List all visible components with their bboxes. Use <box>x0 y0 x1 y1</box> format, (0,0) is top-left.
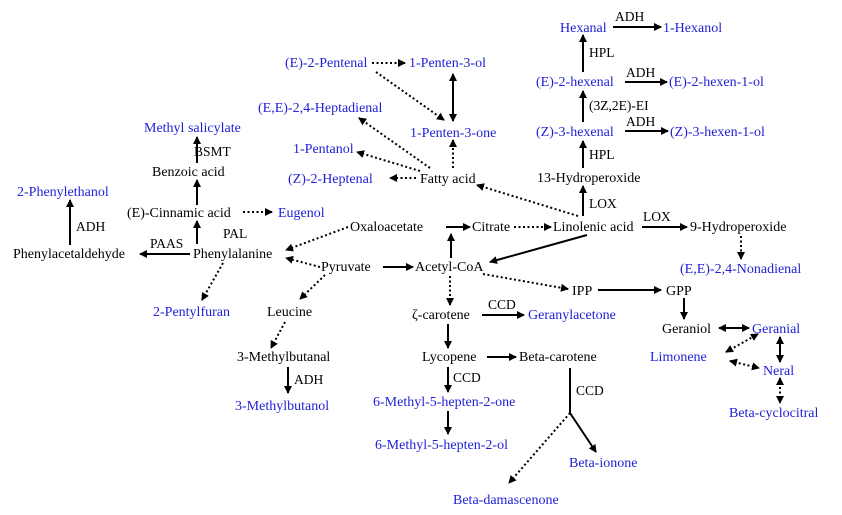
arrow-limonene-to-geranial <box>725 333 759 353</box>
node-gpp: GPP <box>666 284 692 299</box>
arrow-fattyacid-to-heptadienal <box>358 117 431 169</box>
node-limonene: Limonene <box>650 350 707 365</box>
node-geraniol: Geraniol <box>662 322 711 337</box>
enzyme-ccd-geranylacetone: CCD <box>488 297 516 312</box>
arrow-acetylcoa-to-ipp <box>482 273 569 292</box>
node-betaionone: Beta-ionone <box>569 456 637 471</box>
node-geranylacetone: Geranylacetone <box>528 308 616 323</box>
node-e2pentenal: (E)-2-Pentenal <box>285 56 368 71</box>
node-z2heptenal: (Z)-2-Heptenal <box>288 172 373 187</box>
enzyme-pal: PAL <box>223 226 247 241</box>
node-pyruvate: Pyruvate <box>321 260 371 275</box>
arrow-oxaloacetate-to-phenylalanine <box>285 226 349 252</box>
node-z3hexenal: (Z)-3-hexenal <box>536 125 614 140</box>
node-betacyclocitral: Beta-cyclocitral <box>729 406 819 421</box>
enzyme-lox-9: LOX <box>643 209 671 224</box>
node-pentylfuran: 2-Pentylfuran <box>153 305 230 320</box>
arrow-leucine-to-methylbutanal <box>270 321 286 349</box>
node-hexanol: 1-Hexanol <box>663 21 722 36</box>
node-neral: Neral <box>763 364 794 379</box>
node-z3hexenol: (Z)-3-hexen-1-ol <box>670 125 765 140</box>
node-benzoic: Benzoic acid <box>152 165 225 180</box>
arrow-limonene-to-neral <box>729 358 760 371</box>
node-citrate: Citrate <box>472 220 510 235</box>
node-hydro9: 9-Hydroperoxide <box>690 220 786 235</box>
node-acetylcoa: Acetyl-CoA <box>415 260 484 275</box>
node-hydro13: 13-Hydroperoxide <box>537 171 640 186</box>
node-nonadienal: (E,E)-2,4-Nonadienal <box>680 262 801 277</box>
enzyme-ccd-betacarotene: CCD <box>576 383 604 398</box>
arrow-betacarotene-to-betaionone <box>569 412 597 453</box>
node-heptadienal: (E,E)-2,4-Heptadienal <box>258 101 382 116</box>
enzyme-adh-z3hexenol: ADH <box>626 114 655 129</box>
enzyme-adh-methylbutanol: ADH <box>294 372 323 387</box>
arrow-e2pentenal-to-penten3one <box>375 71 445 121</box>
node-leucine: Leucine <box>267 305 312 320</box>
node-methylbutanol: 3-Methylbutanol <box>235 399 329 414</box>
node-methylheptenone: 6-Methyl-5-hepten-2-one <box>373 395 515 410</box>
dotted-arrows <box>201 59 784 484</box>
enzyme-ccd-methylheptenone: CCD <box>453 370 481 385</box>
node-zcarotene: ζ-carotene <box>412 308 470 323</box>
node-methylsal: Methyl salicylate <box>144 121 241 136</box>
enzyme-bsmt: BSMT <box>194 144 232 159</box>
node-phenylalanine: Phenylalanine <box>193 247 272 262</box>
node-methylheptenol: 6-Methyl-5-hepten-2-ol <box>375 438 508 453</box>
arrow-linolenic-to-fattyacid <box>476 183 579 217</box>
arrow-betacarotene-to-betadamascenone <box>508 412 571 484</box>
node-betadamascenone: Beta-damascenone <box>453 493 559 508</box>
enzyme-paas: PAAS <box>150 236 183 251</box>
node-e2hexenol: (E)-2-hexen-1-ol <box>669 75 764 90</box>
node-lycopene: Lycopene <box>422 350 476 365</box>
node-eugenol: Eugenol <box>278 206 325 221</box>
enzyme-isomerase: (3Z,2E)-EI <box>589 98 649 113</box>
enzyme-adh-hexanol: ADH <box>615 9 644 24</box>
arrow-pyruvate-to-leucine <box>299 274 326 300</box>
node-oxaloacetate: Oxaloacetate <box>350 220 423 235</box>
node-cinnamic: (E)-Cinnamic acid <box>127 206 231 221</box>
arrow-linolenic-to-acetylcoa <box>489 234 588 264</box>
node-fattyacid: Fatty acid <box>420 172 476 187</box>
node-labels: Hexanal 1-Hexanol (E)-2-hexenal (E)-2-he… <box>13 21 819 508</box>
node-penten3ol: 1-Penten-3-ol <box>409 56 486 71</box>
node-hexanal: Hexanal <box>560 21 607 36</box>
node-e2hexenal: (E)-2-hexenal <box>536 75 614 90</box>
node-linolenic: Linolenic acid <box>553 220 633 235</box>
arrow-pyruvate-to-phenylalanine <box>285 255 321 268</box>
node-phenylethanol: 2-Phenylethanol <box>17 185 109 200</box>
solid-arrows <box>66 23 784 453</box>
arrow-fattyacid-to-pentanol <box>356 150 421 172</box>
node-betacarotene: Beta-carotene <box>519 350 597 365</box>
node-penten3one: 1-Penten-3-one <box>410 126 496 141</box>
node-pentanol: 1-Pentanol <box>293 142 354 157</box>
node-methylbutanal: 3-Methylbutanal <box>237 350 330 365</box>
enzyme-hpl-z3hexenal: HPL <box>589 147 615 162</box>
enzyme-labels: ADH HPL ADH (3Z,2E)-EI ADH HPL LOX LOX B… <box>76 9 671 398</box>
enzyme-adh-e2hexenol: ADH <box>626 65 655 80</box>
node-phenylacetaldehyde: Phenylacetaldehyde <box>13 247 125 262</box>
enzyme-lox-13: LOX <box>589 196 617 211</box>
node-geranial: Geranial <box>752 322 800 337</box>
arrow-phenylalanine-to-pentylfuran <box>201 262 224 301</box>
node-ipp: IPP <box>572 284 592 299</box>
enzyme-hpl-hexanal: HPL <box>589 45 615 60</box>
enzyme-adh-phenylethanol: ADH <box>76 219 105 234</box>
